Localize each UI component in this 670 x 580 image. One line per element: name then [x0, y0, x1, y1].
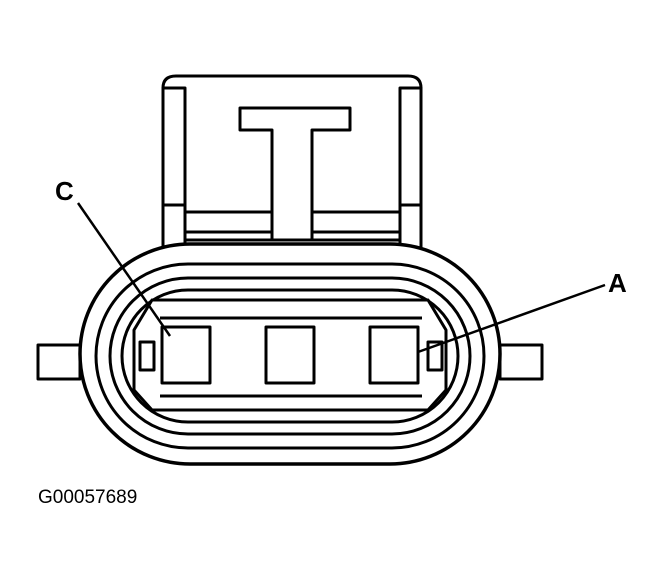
seal-ring-middle — [108, 276, 472, 436]
terminal-cavity-b — [264, 325, 316, 385]
locking-latch — [161, 74, 423, 252]
seal-ring-outer — [94, 262, 486, 450]
leader-line-a — [417, 283, 606, 354]
seal-ring-inner — [120, 288, 460, 424]
figure-code: G00057689 — [38, 487, 137, 508]
right-mounting-tab — [498, 343, 544, 381]
terminal-label-a: A — [608, 268, 627, 298]
left-mounting-tab — [36, 343, 82, 381]
terminal-cavity-a — [368, 325, 420, 385]
leader-line-c — [76, 202, 172, 337]
terminal-cavity-c — [160, 325, 212, 385]
terminal-label-c: C — [55, 176, 74, 206]
